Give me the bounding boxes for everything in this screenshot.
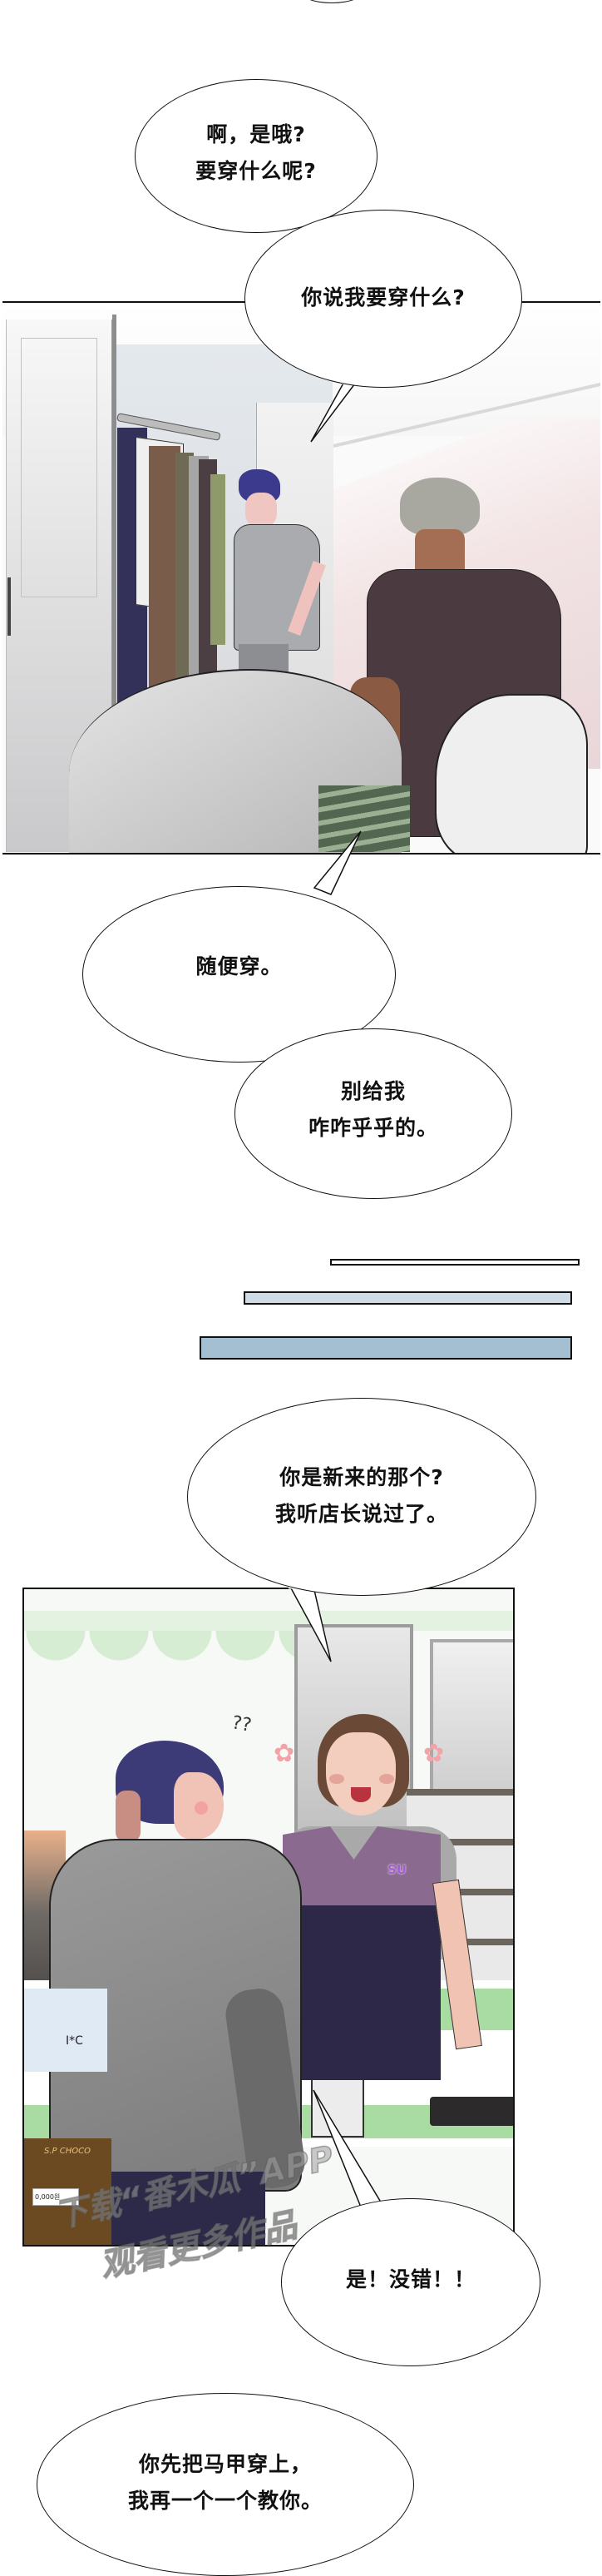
character-clerk: SU (278, 1714, 494, 2080)
vest-logo: SU (387, 1862, 407, 1877)
bubble-6-text: 是！没错！！ (281, 2261, 540, 2298)
bubble-3-text: 随便穿。 (82, 949, 396, 985)
bubble-2-text: 你说我要穿什么? (244, 280, 522, 316)
poster-portrait (430, 1639, 513, 1796)
blush (195, 1801, 208, 1815)
flower-icon-left: ✿ (274, 1739, 295, 1768)
previous-bubble-edge (298, 0, 366, 3)
product-label-ic: I*C (66, 2034, 83, 2048)
transition-bar-2 (244, 1291, 572, 1305)
wardrobe-handle (7, 577, 11, 636)
awning-scallops (24, 1631, 299, 1664)
bubble-7-line-1: 你先把马甲穿上， (138, 2452, 312, 2476)
clerk-vest-bottom (283, 1905, 441, 2080)
bubble-7-text: 你先把马甲穿上， 我再一个一个教你。 (37, 2446, 414, 2519)
bubble-5-text: 你是新来的那个? 我听店长说过了。 (187, 1459, 536, 1533)
choco-boxes: S.P CHOCO 0,000원 (24, 2138, 111, 2245)
hanging-shirt-green (210, 474, 225, 645)
clerk-blush-left (329, 1774, 344, 1784)
product-label-choco: S.P CHOCO (44, 2147, 91, 2156)
speech-bubble-5 (187, 1398, 536, 1596)
bubble-5-tail (289, 1585, 332, 1662)
bubble-4-line-1: 别给我 (340, 1079, 406, 1103)
speech-bubble-6 (281, 2198, 540, 2366)
clerk-blush-right (379, 1774, 394, 1784)
sfx-confused: ?? (230, 1712, 254, 1736)
transition-bar-1 (330, 1259, 580, 1266)
wardrobe-door-inner-frame (21, 338, 97, 597)
store-awning (24, 1611, 513, 1631)
bubble-4-text: 别给我 咋咋乎乎的。 (234, 1073, 512, 1147)
wardrobe-edge (112, 315, 116, 853)
flower-icon-right: ✿ (423, 1739, 445, 1768)
clerk-mouth (351, 1787, 371, 1802)
bubble-1-text: 啊，是哦? 要穿什么呢? (135, 116, 377, 190)
bed-pillow (435, 694, 588, 853)
speech-bubble-2 (244, 210, 522, 388)
bubble-4-line-2: 咋咋乎乎的。 (308, 1116, 438, 1140)
hand-on-head (116, 1791, 141, 1842)
head (245, 493, 277, 528)
bubble-6-line-1: 是！没错！！ (345, 2267, 476, 2291)
panel-bedroom (2, 301, 600, 855)
speech-bubble-1 (135, 79, 377, 233)
speech-bubble-4 (234, 1028, 512, 1199)
jeans (107, 2172, 265, 2245)
price-tag: 0,000원 (32, 2188, 79, 2206)
panel-convenience-store: SU ✿ ✿ ?? I*C S.P CHOCO 0,000원 (22, 1588, 515, 2247)
snack-shelf: I*C (24, 1989, 107, 2072)
bubble-2-tail (310, 379, 358, 443)
bubble-3-line-1: 随便穿。 (195, 954, 283, 978)
bubble-7-line-2: 我再一个一个教你。 (127, 2489, 323, 2513)
bubble-5-line-1: 你是新来的那个? (279, 1465, 444, 1489)
hair (400, 478, 480, 536)
bubble-1-line-1: 啊，是哦? (206, 122, 306, 146)
striped-shorts (318, 785, 410, 852)
bubble-2-line-1: 你说我要穿什么? (301, 285, 466, 310)
card-reader (430, 2097, 513, 2126)
bubble-1-line-2: 要穿什么呢? (195, 159, 317, 183)
bubble-3-tail (313, 830, 362, 895)
bubble-5-line-2: 我听店长说过了。 (274, 1502, 448, 1526)
transition-bar-3 (200, 1336, 572, 1360)
